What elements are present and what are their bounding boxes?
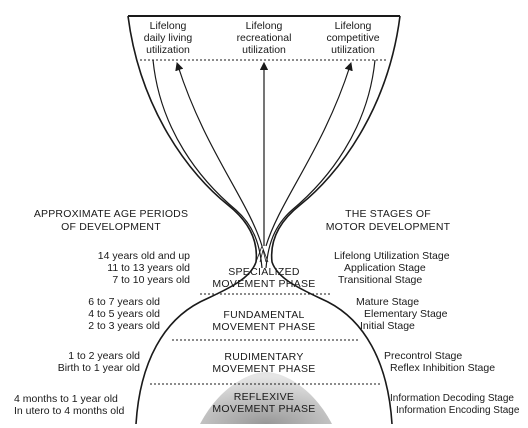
stage-line: Initial Stage [360,320,415,332]
age-line: 6 to 7 years old [88,296,160,308]
stage-line: Lifelong Utilization Stage [334,250,450,262]
age-line: 4 months to 1 year old [14,393,118,405]
top-label-line: utilization [242,44,286,56]
phase-line: MOVEMENT PHASE [212,363,316,375]
right-wall [270,15,401,425]
age-line: 4 to 5 years old [88,308,160,320]
top-label-line: Lifelong [245,20,283,32]
top-label-line: recreational [236,32,292,44]
top-label-line: Lifelong [149,20,187,32]
ages-rudimentary: 1 to 2 years old Birth to 1 year old [4,350,140,374]
age-line: 7 to 10 years old [112,274,190,286]
right-inner-line [265,59,376,269]
phase-line: MOVEMENT PHASE [212,403,316,415]
neck-roots [255,244,269,263]
right-heading: THE STAGES OF MOTOR DEVELOPMENT [318,208,458,234]
stage-line: Mature Stage [356,296,420,308]
phase-line: SPECIALIZED [228,266,300,278]
right-heading-line: THE STAGES OF [345,208,431,220]
arrow-left [175,62,263,247]
age-line: 2 to 3 years old [88,320,160,332]
stages-reflexive: Information Decoding Stage Information E… [390,393,528,417]
ages-specialized: 14 years old and up 11 to 13 years old 7… [60,250,190,286]
left-heading-line: OF DEVELOPMENT [61,221,161,233]
arrow-right [265,62,353,247]
age-line: 1 to 2 years old [68,350,140,362]
top-label-line: daily living [143,32,193,44]
age-line: Birth to 1 year old [57,362,140,374]
age-line: 14 years old and up [97,250,190,262]
top-label-competitive: Lifelong competitive utilization [316,20,390,56]
phase-line: MOVEMENT PHASE [212,278,316,290]
top-label-line: competitive [326,32,380,44]
stage-line: Elementary Stage [364,308,448,320]
phase-rudimentary: RUDIMENTARY MOVEMENT PHASE [196,351,332,375]
age-line: 11 to 13 years old [107,262,190,274]
phase-line: REFLEXIVE [233,391,295,403]
top-label-line: utilization [331,44,375,56]
stage-line: Reflex Inhibition Stage [390,362,496,374]
phase-fundamental: FUNDAMENTAL MOVEMENT PHASE [196,309,332,333]
top-label-line: utilization [146,44,190,56]
stages-fundamental: Mature Stage Elementary Stage Initial St… [356,296,496,332]
left-wall [127,15,258,425]
top-label-daily-living: Lifelong daily living utilization [132,20,204,56]
left-heading-line: APPROXIMATE AGE PERIODS [33,208,189,220]
phase-reflexive: REFLEXIVE MOVEMENT PHASE [196,391,332,415]
stage-line: Application Stage [344,262,426,274]
age-line: In utero to 4 months old [14,405,125,417]
sand-heap [200,372,332,424]
phase-line: MOVEMENT PHASE [212,321,316,333]
stages-specialized: Lifelong Utilization Stage Application S… [334,250,484,286]
right-heading-line: MOTOR DEVELOPMENT [325,221,451,233]
top-label-line: Lifelong [334,20,372,32]
phase-line: FUNDAMENTAL [223,309,305,321]
stage-line: Information Encoding Stage [396,405,520,416]
stage-line: Precontrol Stage [384,350,463,362]
phase-line: RUDIMENTARY [224,351,304,363]
phase-specialized: SPECIALIZED MOVEMENT PHASE [196,266,332,290]
stages-rudimentary: Precontrol Stage Reflex Inhibition Stage [384,350,524,374]
left-inner-line [152,59,263,269]
ages-reflexive: 4 months to 1 year old In utero to 4 mon… [14,393,150,417]
top-label-recreational: Lifelong recreational utilization [226,20,302,56]
stage-line: Transitional Stage [338,274,423,286]
stage-line: Information Decoding Stage [390,393,514,404]
ages-fundamental: 6 to 7 years old 4 to 5 years old 2 to 3… [30,296,160,332]
left-heading: APPROXIMATE AGE PERIODS OF DEVELOPMENT [22,208,200,234]
